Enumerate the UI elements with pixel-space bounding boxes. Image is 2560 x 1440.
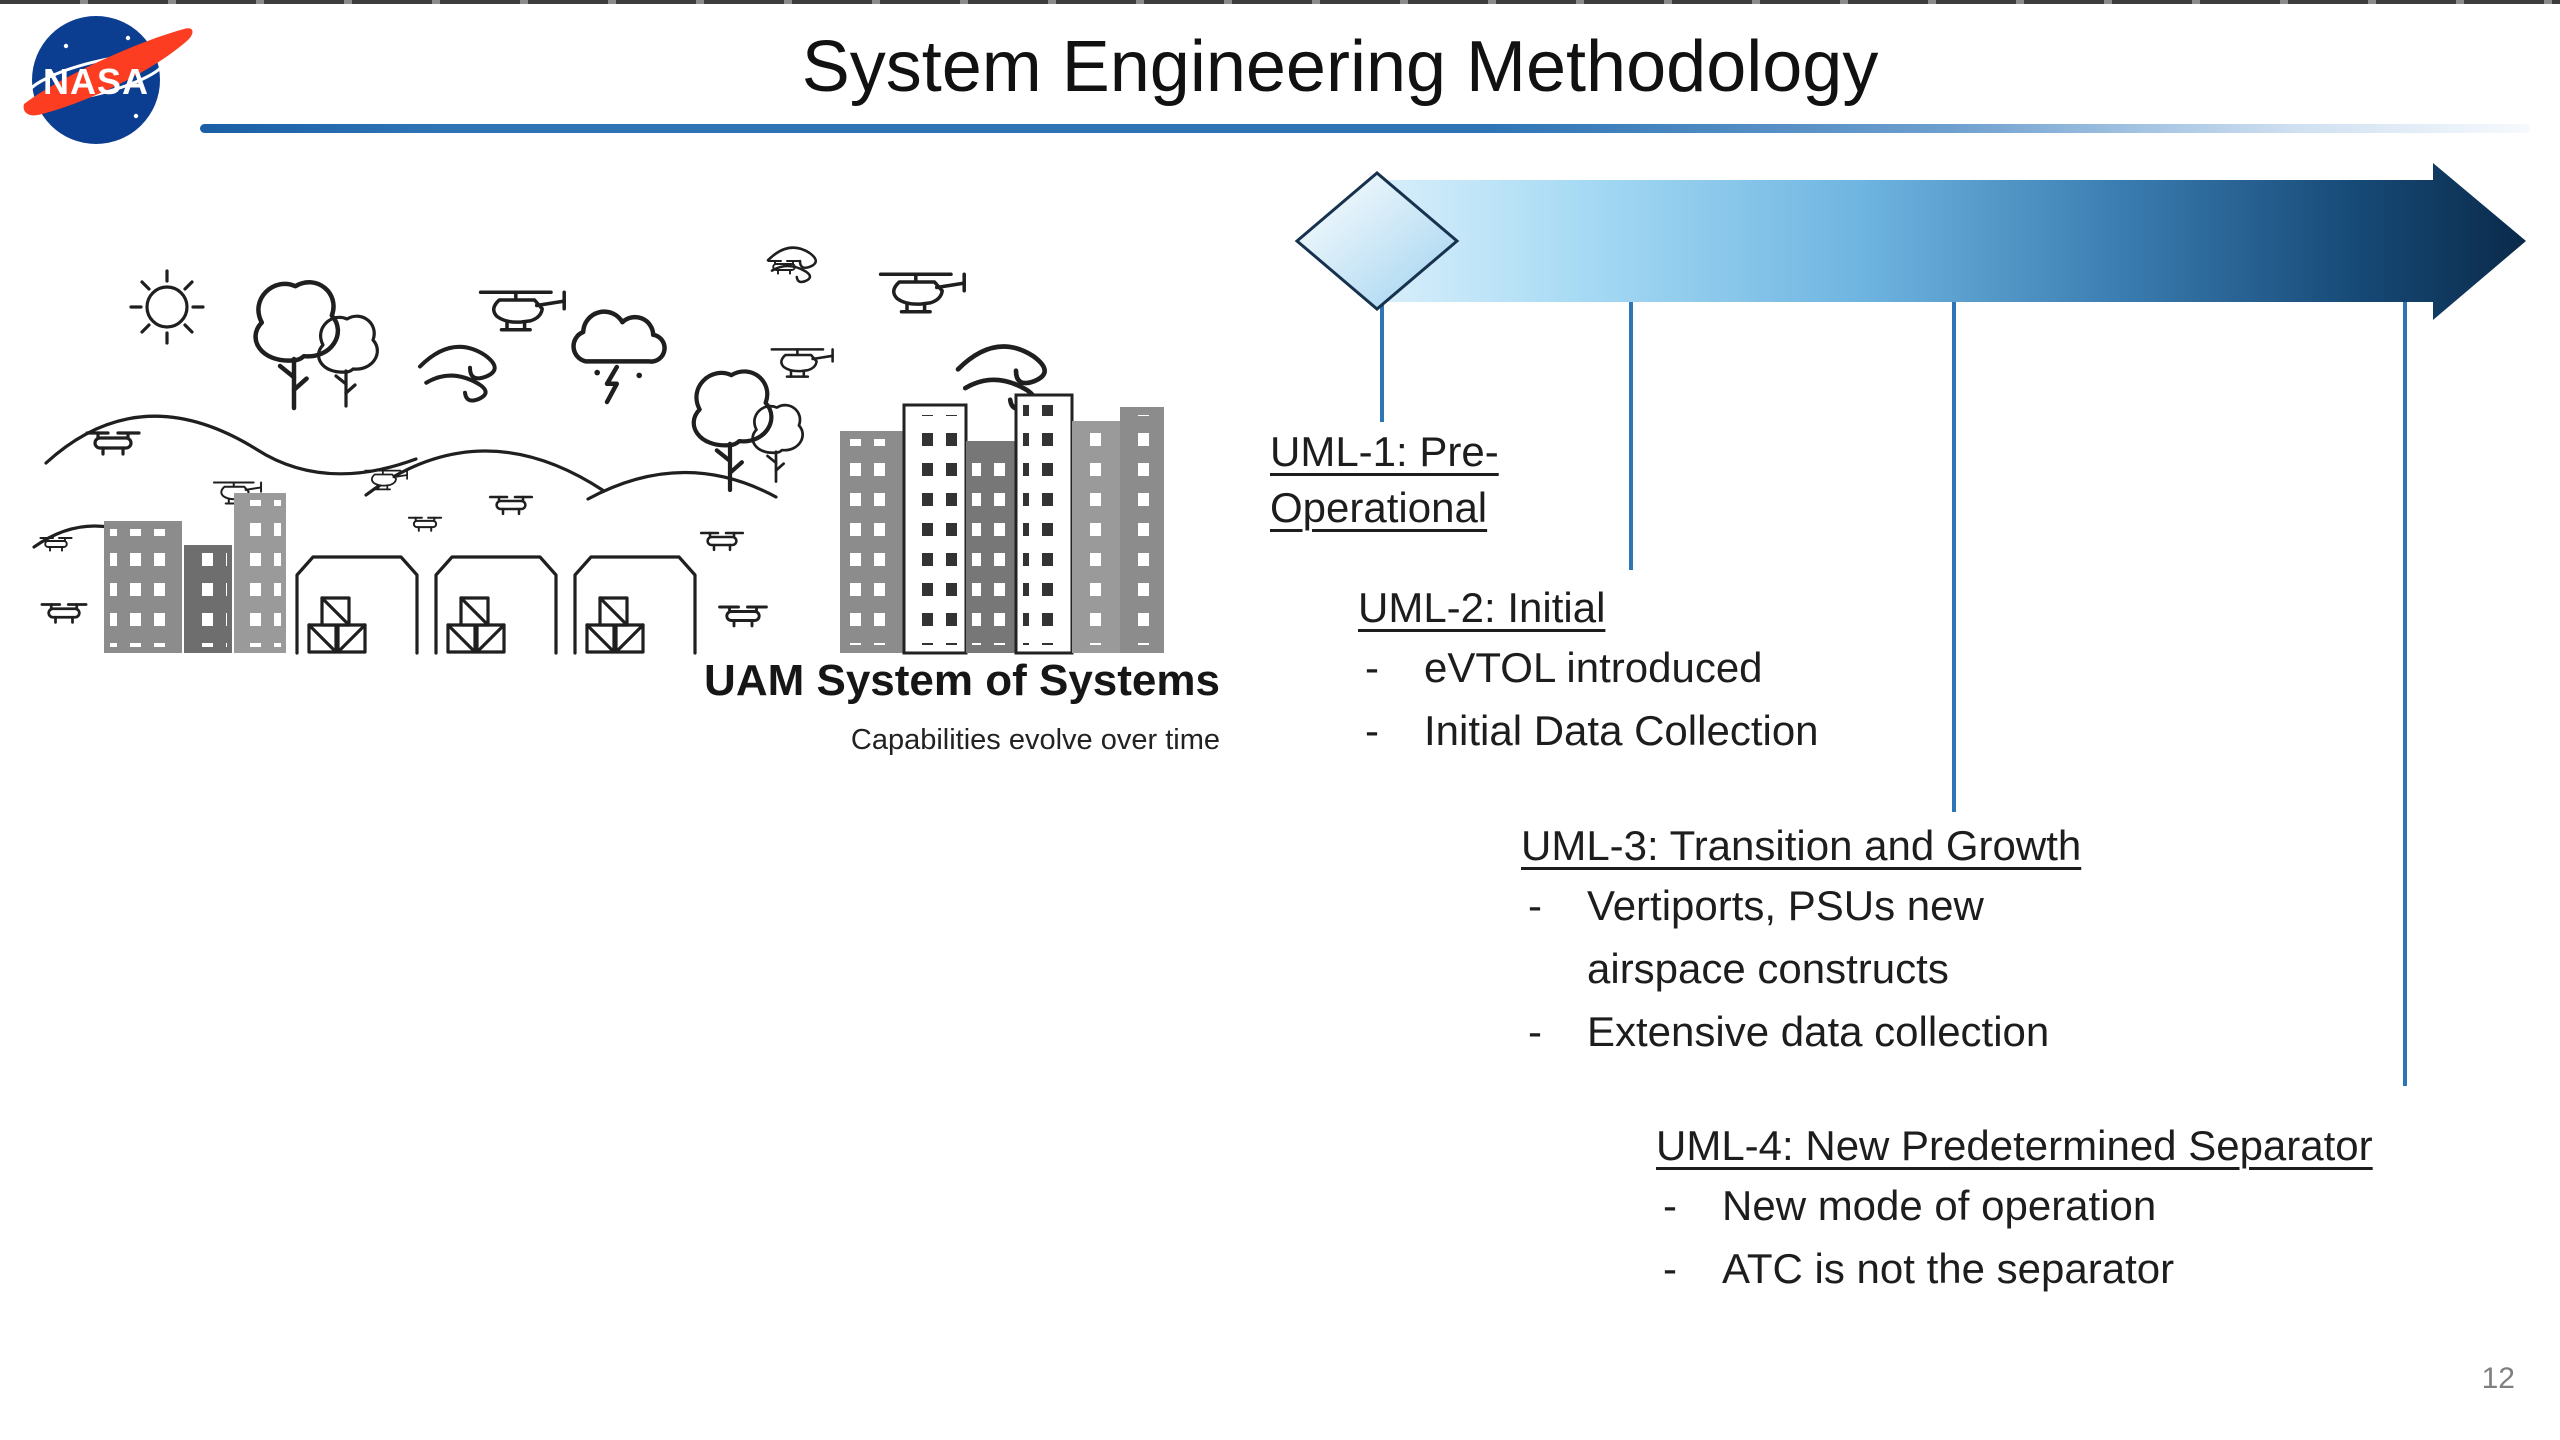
milestone-uml4: UML-4: New Predetermined Separator - New…	[1656, 1118, 2373, 1300]
title-underline-rule	[200, 124, 2530, 133]
slide-title: System Engineering Methodology	[801, 27, 1879, 107]
bullet-item: - Initial Data Collection	[1358, 699, 1819, 762]
bullet-dash: -	[1365, 643, 1379, 691]
milestone-uml1-title-line1: UML-1: Pre-	[1270, 428, 1499, 475]
bullet-text: New mode of operation	[1722, 1181, 2157, 1229]
timeline-connector-uml2	[1629, 240, 1633, 570]
milestone-uml4-title: UML-4: New Predetermined Separator	[1656, 1122, 2373, 1169]
tree-icon	[316, 314, 379, 408]
drone-icon	[488, 495, 534, 516]
uam-illustration	[32, 246, 1164, 655]
illustration-caption-block: UAM System of Systems Capabilities evolv…	[610, 656, 1220, 757]
drone-icon	[40, 603, 88, 624]
bullet-dash: -	[1528, 881, 1542, 929]
illustration-caption: UAM System of Systems	[704, 656, 1220, 705]
nasa-red-swoosh	[23, 28, 193, 116]
timeline-arrow-body	[1377, 163, 2526, 320]
milestone-uml2: UML-2: Initial - eVTOL introduced - Init…	[1358, 580, 1819, 762]
drone-icon	[407, 516, 443, 532]
timeline-connector-uml1	[1380, 300, 1384, 422]
buildings-right	[840, 393, 1164, 655]
bullet-item: - ATC is not the separator	[1656, 1237, 2373, 1300]
wind-icon	[418, 344, 497, 403]
helicopter-icon	[478, 290, 566, 332]
timeline-arrow	[1294, 163, 2526, 320]
warehouse-icon	[434, 555, 558, 655]
bullet-dash: -	[1663, 1181, 1677, 1229]
bullet-dash: -	[1663, 1244, 1677, 1292]
helicopter-icon	[878, 272, 966, 314]
sun-icon	[129, 269, 205, 345]
bullet-item: - New mode of operation	[1656, 1174, 2373, 1237]
bullet-text: ATC is not the separator	[1722, 1244, 2175, 1292]
helicopter-icon	[770, 348, 834, 378]
tree-icon	[751, 403, 805, 483]
milestone-uml1-title-line2: Operational	[1270, 483, 1488, 531]
warehouse-icon	[295, 555, 419, 655]
bullet-dash: -	[1528, 1007, 1542, 1055]
nasa-logo-text: NASA	[43, 61, 149, 102]
timeline-start-diamond	[1294, 171, 1460, 311]
warehouse-icon	[573, 555, 697, 655]
milestone-uml3-title: UML-3: Transition and Growth	[1521, 822, 2082, 869]
buildings-left	[104, 493, 286, 653]
tree-icon	[256, 282, 338, 408]
bullet-dash: -	[1365, 706, 1379, 754]
milestone-uml3: UML-3: Transition and Growth - Vertiport…	[1521, 818, 2081, 1063]
drone-icon	[85, 431, 141, 456]
bullet-item: - eVTOL introduced	[1358, 636, 1819, 699]
bullet-text: Initial Data Collection	[1424, 706, 1819, 754]
drone-icon	[699, 531, 745, 552]
bullet-text: eVTOL introduced	[1424, 643, 1763, 691]
bullet-text: Vertiports, PSUs new airspace constructs	[1587, 881, 1984, 992]
timeline-connector-uml3	[1952, 240, 1956, 812]
nasa-orbit-ring	[26, 53, 166, 103]
timeline-connector-uml4	[2403, 240, 2407, 1086]
storm-cloud-icon	[574, 312, 665, 402]
nasa-logo-icon: NASA	[23, 16, 193, 144]
page-number: 12	[2481, 1362, 2515, 1395]
bullet-item: - Extensive data collection	[1521, 1000, 2081, 1063]
bullet-text: Extensive data collection	[1587, 1007, 2050, 1055]
bullet-item: - Vertiports, PSUs new airspace construc…	[1521, 874, 2081, 1000]
top-border	[0, 0, 2560, 4]
drone-icon	[718, 605, 768, 628]
milestone-uml2-title: UML-2: Initial	[1358, 584, 1606, 631]
milestone-uml1: UML-1: Pre- Operational	[1270, 424, 1499, 536]
illustration-subcaption: Capabilities evolve over time	[850, 724, 1220, 756]
